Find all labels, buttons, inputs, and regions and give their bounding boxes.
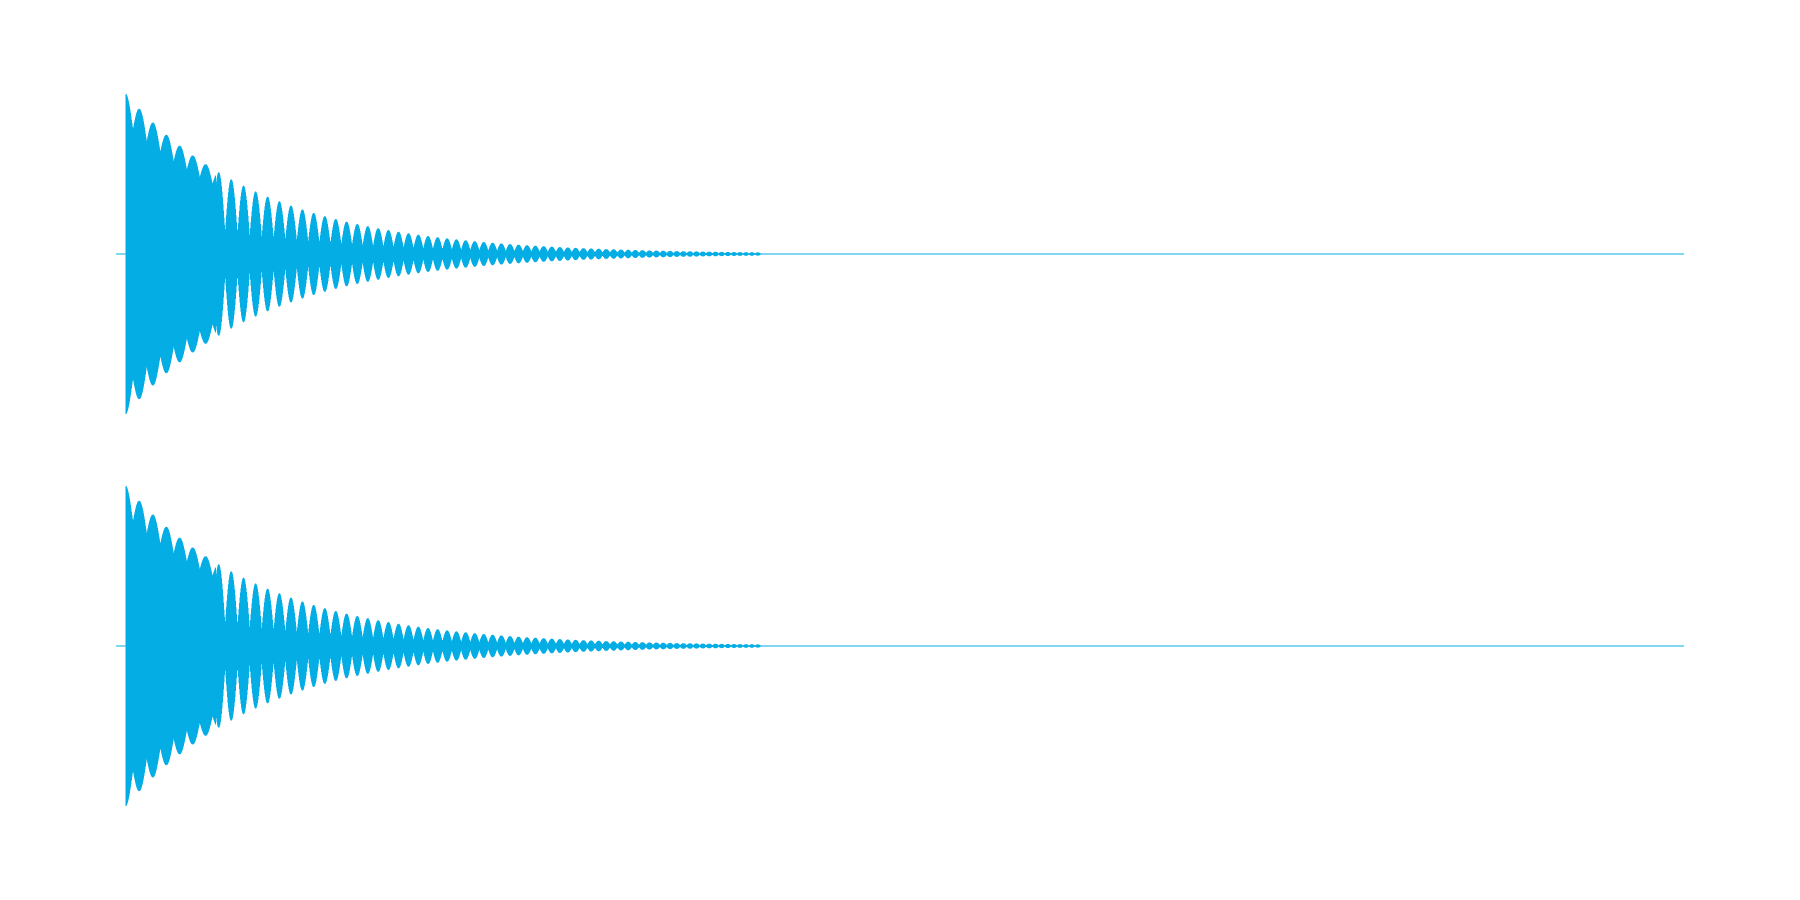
waveform-view	[116, 58, 1684, 842]
channel-right-waveform	[116, 486, 1684, 806]
channel-left-waveform	[116, 94, 1684, 414]
waveform-envelope	[125, 486, 762, 806]
waveform-canvas	[116, 94, 1684, 806]
waveform-envelope	[125, 94, 762, 414]
